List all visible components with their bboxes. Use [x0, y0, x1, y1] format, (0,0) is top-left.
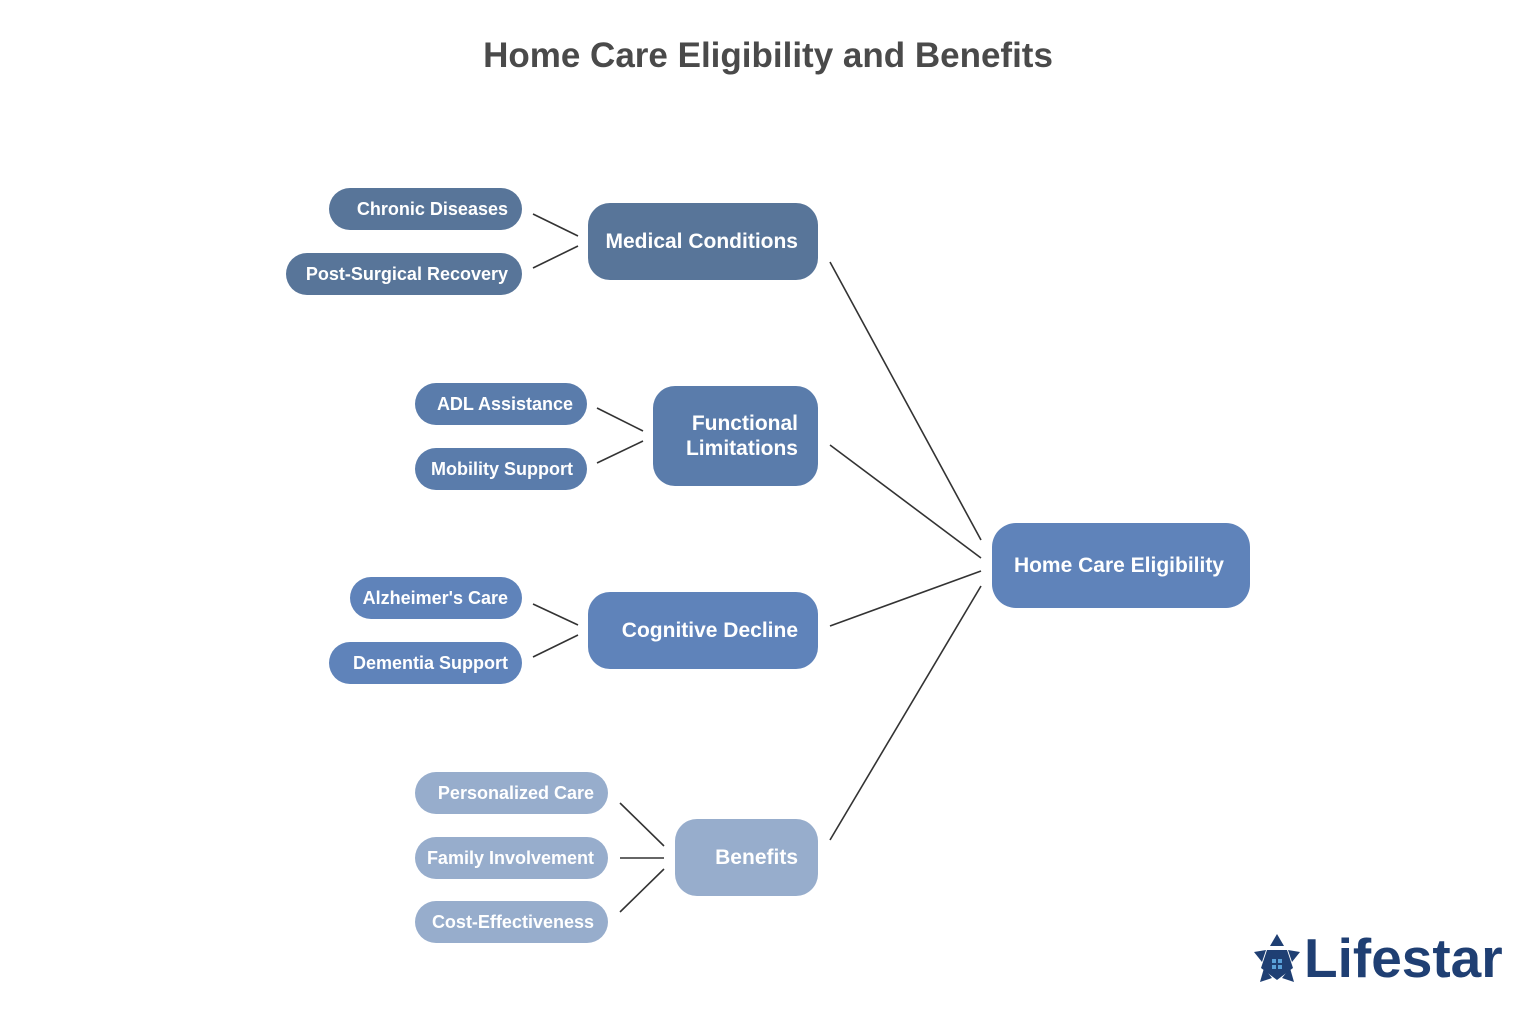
connector-line: [532, 245, 579, 269]
branch-label: Medical Conditions: [605, 230, 798, 253]
leaf-label: Alzheimer's Care: [362, 587, 508, 608]
leaf-adl-assistance: ADL Assistance: [415, 383, 587, 425]
page-title: Home Care Eligibility and Benefits: [483, 36, 1053, 75]
leaf-mobility-support: Mobility Support: [415, 448, 587, 490]
branch-functional-limitations: Functional Limitations: [653, 386, 818, 486]
leaf-label: Chronic Diseases: [356, 198, 508, 219]
connector-line: [619, 868, 665, 913]
leaf-label: Personalized Care: [437, 782, 594, 803]
leaf-alzheimers-care: Alzheimer's Care: [350, 577, 522, 619]
leaf-cost-effectiveness: Cost-Effectiveness: [415, 901, 608, 943]
leaf-family-involvement: Family Involvement: [415, 837, 608, 879]
branch-medical-conditions: Medical Conditions: [588, 203, 818, 280]
connector-line: [532, 634, 579, 658]
branch-label: Benefits: [715, 846, 798, 869]
branch-label: Cognitive Decline: [621, 619, 798, 642]
branch-label: Functional Limitations: [685, 412, 798, 460]
connector-line: [619, 802, 665, 847]
connector-line: [596, 440, 644, 464]
leaf-label: Post-Surgical Recovery: [305, 263, 508, 284]
connector-line: [829, 444, 982, 559]
lifestar-logo: Lifestar: [1250, 927, 1503, 992]
leaf-post-surgical-recovery: Post-Surgical Recovery: [286, 253, 522, 295]
star-house-icon: [1254, 934, 1300, 982]
connector-line: [532, 603, 579, 626]
connector-line: [596, 407, 644, 432]
leaf-label: ADL Assistance: [436, 393, 573, 414]
root-home-care-eligibility: Home Care Eligibility: [992, 523, 1250, 608]
connector-line: [829, 570, 982, 627]
connector-line: [532, 213, 579, 237]
connector-line: [829, 261, 982, 541]
connector-line: [829, 585, 982, 841]
leaf-label: Dementia Support: [352, 652, 508, 673]
leaf-chronic-diseases: Chronic Diseases: [329, 188, 522, 230]
logo-wordmark: Lifestar: [1304, 927, 1503, 989]
branch-benefits: Benefits: [675, 819, 818, 896]
root-label: Home Care Eligibility: [1013, 553, 1224, 577]
leaf-personalized-care: Personalized Care: [415, 772, 608, 814]
leaf-dementia-support: Dementia Support: [329, 642, 522, 684]
leaf-label: Cost-Effectiveness: [431, 911, 594, 932]
leaf-label: Family Involvement: [426, 847, 594, 868]
leaf-label: Mobility Support: [431, 458, 573, 479]
branch-cognitive-decline: Cognitive Decline: [588, 592, 818, 669]
